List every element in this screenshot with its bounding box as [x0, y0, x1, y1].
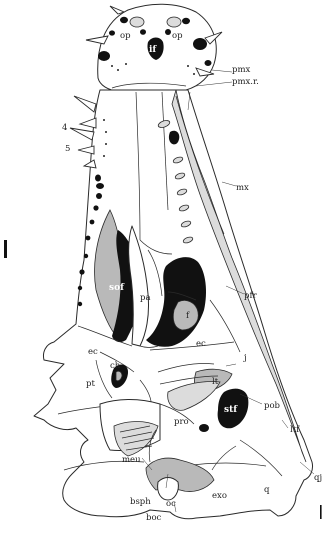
scale-bar-right — [320, 505, 322, 519]
label-pob: pob — [264, 401, 281, 411]
label-q: q — [264, 485, 270, 495]
label-mx: mx — [236, 183, 249, 193]
label-boc: boc — [146, 513, 162, 523]
label-j: j — [243, 353, 247, 363]
label-op-left: op — [120, 31, 131, 41]
label-meu: meu — [122, 455, 141, 465]
label-pro: pro — [174, 417, 189, 427]
label-tooth-5: 5 — [65, 144, 70, 154]
label-oc: oc — [166, 499, 176, 509]
label-op-right: op — [172, 31, 183, 41]
label-bsph: bsph — [130, 497, 151, 507]
label-lt: lt — [212, 377, 219, 387]
label-qj: qj — [314, 473, 322, 483]
label-ec-mid: ec — [196, 339, 206, 349]
label-ec-left: ec — [88, 347, 98, 357]
label-pmx: pmx — [232, 65, 251, 75]
scale-bar-left — [4, 240, 7, 258]
label-pt: pt — [86, 379, 95, 389]
label-pa: pa — [140, 293, 151, 303]
label-pmx-r: pmx.r. — [232, 77, 259, 87]
label-exo: exo — [212, 491, 227, 501]
label-if: if — [149, 45, 157, 55]
label-ch: ch — [110, 361, 121, 371]
label-ltf: ltf — [290, 425, 300, 435]
label-stf: stf — [224, 405, 238, 415]
label-pfr: pfr — [244, 291, 258, 301]
label-sof: sof — [109, 283, 125, 293]
label-tooth-4: 4 — [62, 123, 67, 133]
